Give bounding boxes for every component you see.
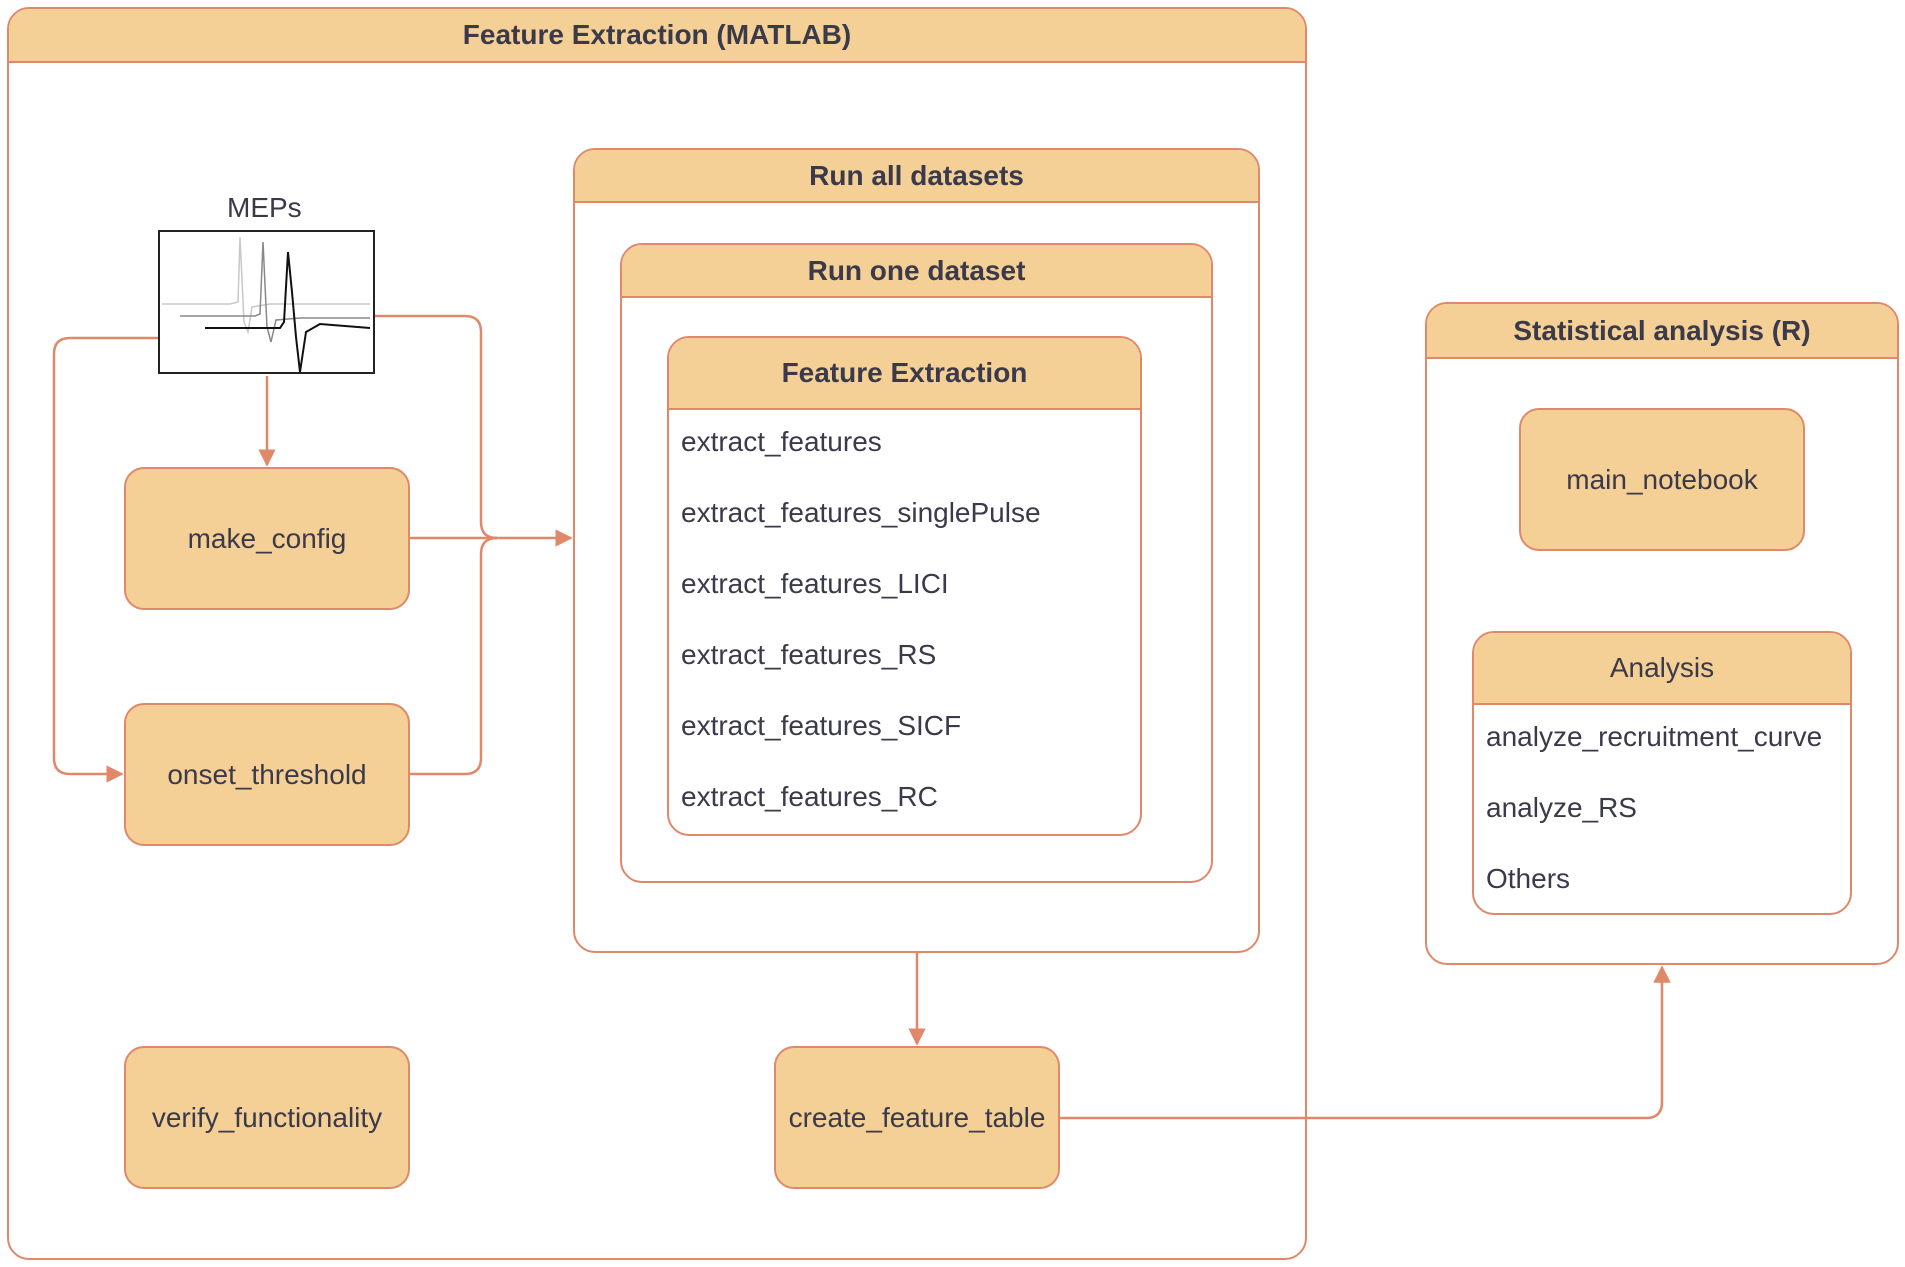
fe-item-extract-features[interactable]: extract_features	[681, 426, 882, 457]
meps-label: MEPs	[227, 192, 302, 223]
fe-item-sicf[interactable]: extract_features_SICF	[681, 710, 962, 741]
feature-extraction-panel: Feature Extraction	[667, 336, 1142, 836]
stats-panel-title: Statistical analysis (R)	[1427, 304, 1897, 359]
matlab-panel-title: Feature Extraction (MATLAB)	[9, 9, 1305, 63]
fe-item-rs[interactable]: extract_features_RS	[681, 639, 937, 670]
meps-traces	[162, 236, 371, 372]
analysis-title: Analysis	[1474, 633, 1850, 705]
meps-plot	[158, 230, 375, 374]
fe-item-single-pulse[interactable]: extract_features_singlePulse	[681, 497, 1041, 528]
onset-threshold-node[interactable]: onset_threshold	[124, 703, 410, 846]
analysis-panel: Analysis	[1472, 631, 1852, 915]
analysis-item-others[interactable]: Others	[1486, 863, 1571, 894]
fe-item-lici[interactable]: extract_features_LICI	[681, 568, 949, 599]
fe-item-rc[interactable]: extract_features_RC	[681, 781, 938, 812]
run-one-title: Run one dataset	[622, 245, 1211, 298]
create-feature-table-node[interactable]: create_feature_table	[774, 1046, 1060, 1189]
analysis-item-recruitment[interactable]: analyze_recruitment_curve	[1486, 721, 1823, 752]
make-config-node[interactable]: make_config	[124, 467, 410, 610]
main-notebook-node[interactable]: main_notebook	[1519, 408, 1805, 551]
verify-functionality-node[interactable]: verify_functionality	[124, 1046, 410, 1189]
run-all-title: Run all datasets	[575, 150, 1258, 203]
analysis-item-rs[interactable]: analyze_RS	[1486, 792, 1637, 823]
feature-extraction-title: Feature Extraction	[669, 338, 1140, 410]
